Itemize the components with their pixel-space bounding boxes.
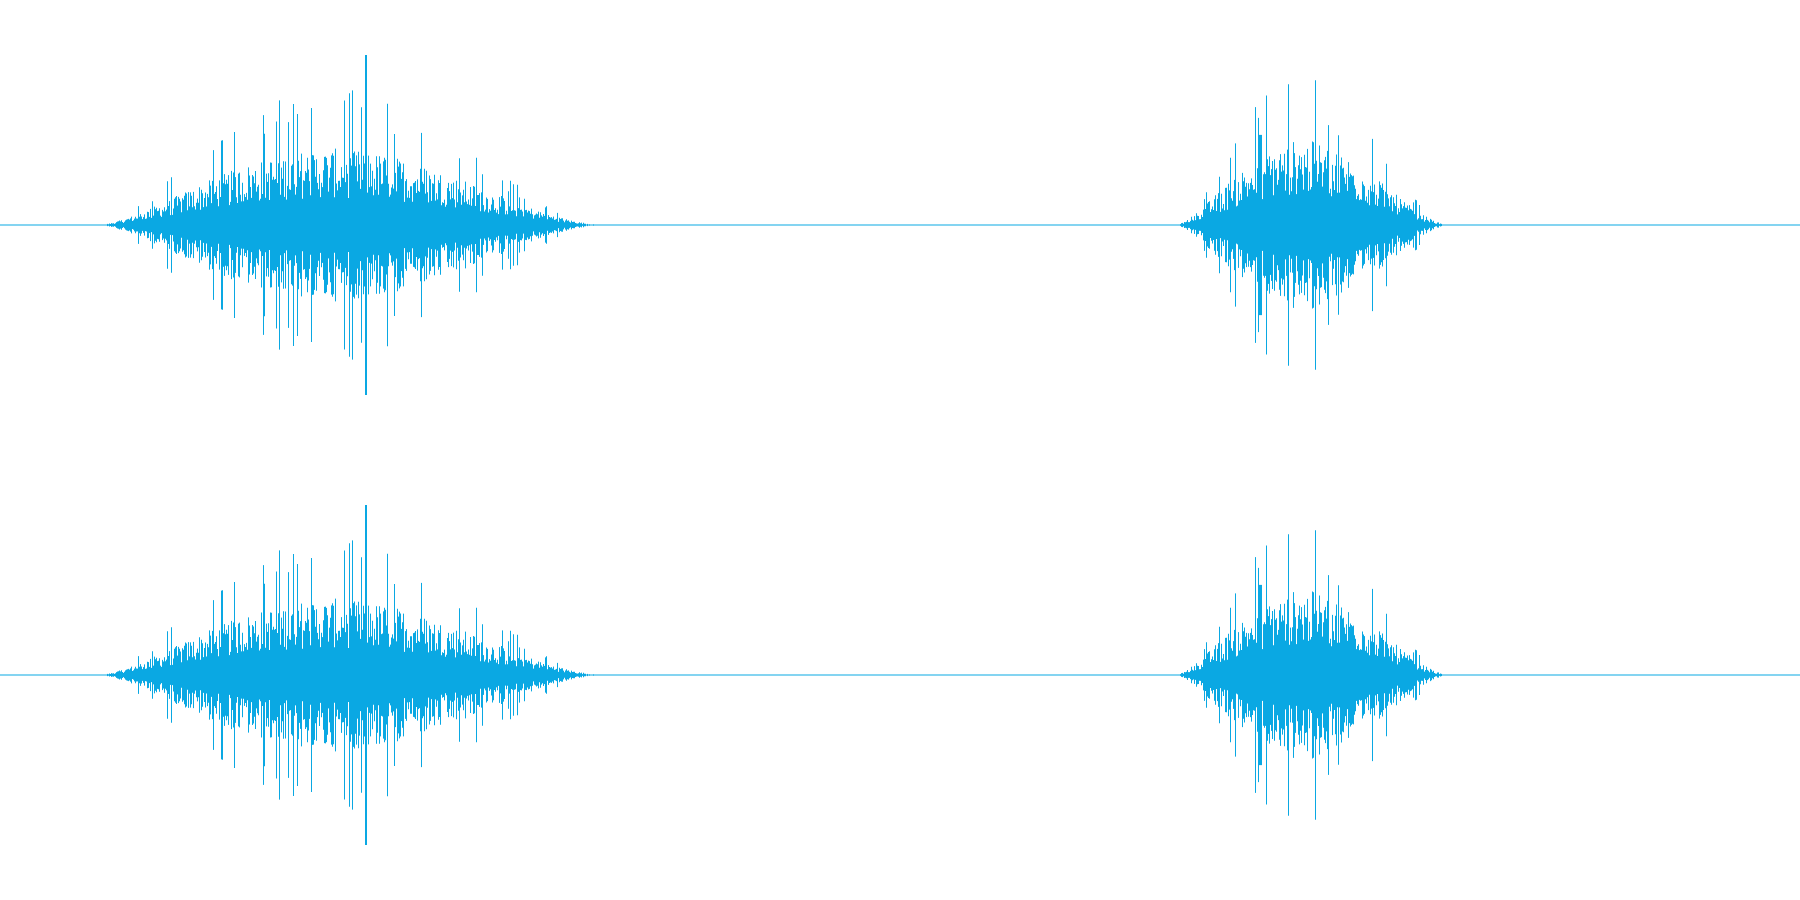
- waveform-channel-top[interactable]: [0, 55, 1800, 395]
- waveform-samples: [107, 55, 1442, 395]
- waveform-channel-bottom[interactable]: [0, 505, 1800, 845]
- waveform-samples: [107, 505, 1442, 845]
